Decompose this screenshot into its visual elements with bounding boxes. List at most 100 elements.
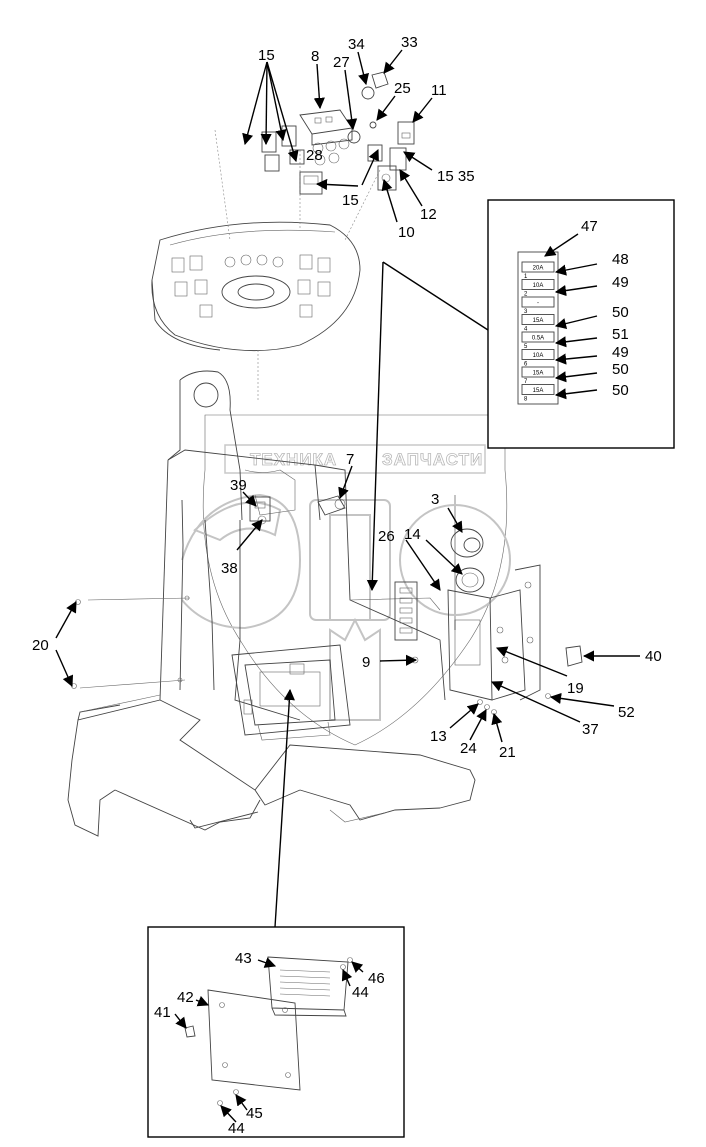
fuse-position-label: 1 xyxy=(524,274,528,280)
relay-40 xyxy=(565,645,583,667)
fuse-slot xyxy=(521,296,555,308)
fuse-position-label: 6 xyxy=(524,362,528,368)
callout-7: 7 xyxy=(346,451,354,468)
callout-8: 8 xyxy=(311,48,319,65)
callout-41: 41 xyxy=(154,1004,171,1021)
callout-33: 33 xyxy=(401,34,418,51)
fuse-slot xyxy=(521,349,555,360)
callout-49b: 49 xyxy=(612,344,629,361)
switch-11 xyxy=(397,121,415,145)
callout-37: 37 xyxy=(582,721,599,738)
fuse-rating-label: 20A xyxy=(533,266,544,272)
callout-labels: 15 8 34 33 27 25 11 28 15 12 15 35 10 47… xyxy=(32,34,662,1137)
fuse-position-label: 7 xyxy=(524,379,528,385)
callout-14: 14 xyxy=(404,526,421,543)
fuse-rating-label: 0.5A xyxy=(532,336,544,342)
watermark-band xyxy=(224,444,486,474)
fuse-box-26 xyxy=(394,581,418,641)
switch-12 xyxy=(389,147,407,171)
fuse-slot xyxy=(521,366,555,378)
indicator-34 xyxy=(361,86,375,100)
fuse-position-label: 4 xyxy=(524,327,528,333)
fuse-slot xyxy=(521,384,555,395)
callout-15-top: 15 xyxy=(258,47,275,64)
lamp-7 xyxy=(317,495,346,516)
callout-49a: 49 xyxy=(612,274,629,291)
callout-3: 3 xyxy=(431,491,439,508)
connector-14 xyxy=(455,567,485,593)
relay-28 xyxy=(299,171,323,195)
fuse-slot xyxy=(521,279,555,290)
callout-40: 40 xyxy=(645,648,662,665)
callout-38: 38 xyxy=(221,560,238,577)
callout-51: 51 xyxy=(612,326,629,343)
ecu-detail-frame xyxy=(147,926,405,1138)
callout-28: 28 xyxy=(306,147,323,164)
callout-13: 13 xyxy=(430,728,447,745)
callout-15-35: 15 35 xyxy=(437,168,475,185)
callout-50c: 50 xyxy=(612,382,629,399)
callout-26: 26 xyxy=(378,528,395,545)
callout-50a: 50 xyxy=(612,304,629,321)
watermark-text-right: ЗАПЧАСТИ xyxy=(382,450,483,469)
callout-25: 25 xyxy=(394,80,411,97)
screw-25 xyxy=(369,121,377,129)
callout-43: 43 xyxy=(235,950,252,967)
callout-27: 27 xyxy=(333,54,350,71)
watermark: ТЕХНИКА ЗАПЧАСТИ xyxy=(181,414,511,746)
fuse-detail-frame xyxy=(487,199,675,449)
callout-24: 24 xyxy=(460,740,477,757)
callout-19: 19 xyxy=(567,680,584,697)
ecu-detail xyxy=(184,956,353,1106)
callout-39: 39 xyxy=(230,477,247,494)
bracket-19 xyxy=(447,564,541,701)
callout-52: 52 xyxy=(618,704,635,721)
fuse-position-label: 3 xyxy=(524,309,528,315)
watermark-logo xyxy=(181,493,511,721)
callout-10: 10 xyxy=(398,224,415,241)
switch-15a xyxy=(261,131,277,153)
fuse-slot xyxy=(521,261,555,273)
callout-15-mid: 15 xyxy=(342,192,359,209)
watermark-shield xyxy=(202,414,508,746)
steering-console xyxy=(151,129,381,400)
callout-20: 20 xyxy=(32,637,49,654)
callout-50b: 50 xyxy=(612,361,629,378)
fuse-rating-label: 15A xyxy=(533,388,544,394)
sensor-39-38 xyxy=(249,496,271,525)
callout-46: 46 xyxy=(368,970,385,987)
fuse-slot xyxy=(521,331,555,343)
switch-15c xyxy=(289,149,305,165)
leader-lines xyxy=(55,49,640,1123)
fuse-rating-label: 10A xyxy=(533,283,544,289)
callout-11: 11 xyxy=(431,82,447,99)
callout-45: 45 xyxy=(246,1105,263,1122)
fuse-rating-label: 15A xyxy=(533,318,544,324)
callout-42: 42 xyxy=(177,989,194,1006)
seat-frame xyxy=(67,370,583,837)
top-switches xyxy=(261,71,415,195)
fuse-position-label: 8 xyxy=(524,397,528,403)
fuse-rating-label: 15A xyxy=(533,371,544,377)
callout-12: 12 xyxy=(420,206,437,223)
callout-48: 48 xyxy=(612,251,629,268)
fuse-rating-label: - xyxy=(537,301,539,307)
callout-44b: 44 xyxy=(228,1120,245,1137)
lamp-33 xyxy=(371,71,389,89)
fuse-rating-label: 10A xyxy=(533,353,544,359)
callout-44a: 44 xyxy=(352,984,369,1001)
fuse-position-label: 2 xyxy=(524,292,528,298)
fuse-slot xyxy=(521,314,555,325)
knob-27 xyxy=(347,130,361,144)
console-slots xyxy=(171,254,331,318)
callout-9: 9 xyxy=(362,654,370,671)
callout-34: 34 xyxy=(348,36,365,53)
ecu-mounted xyxy=(231,644,351,741)
watermark-text-left: ТЕХНИКА xyxy=(250,450,337,469)
ignition-switch-3 xyxy=(450,528,484,558)
fuse-block-detail: 20A 1 10A 2 - 3 15A 4 0.5A 5 10A 6 15A 7 15A 8 xyxy=(517,251,559,405)
fuse-position-label: 5 xyxy=(524,344,528,350)
switch-15d xyxy=(367,144,383,162)
callout-21: 21 xyxy=(499,744,516,761)
